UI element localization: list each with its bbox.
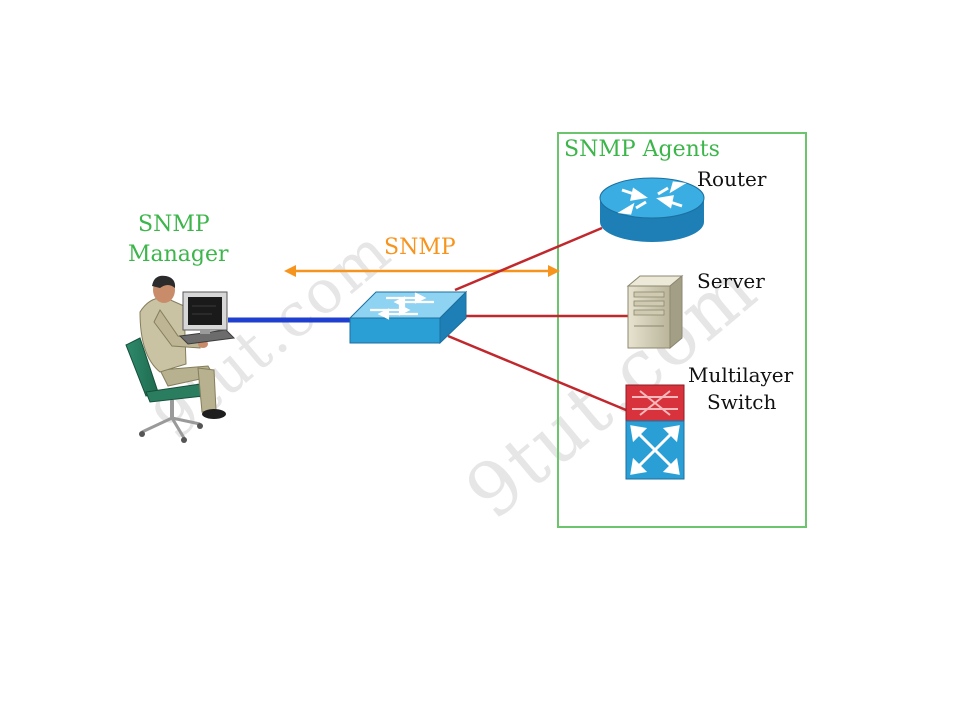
router-label: Router [697,167,767,191]
multilayer-switch-icon[interactable] [625,384,685,480]
agents-group-box [557,132,807,528]
manager-title-line1: SNMP [138,212,210,237]
router-icon[interactable] [599,177,705,242]
link-switch-router [454,226,603,292]
agent-links [447,226,628,412]
multilayer-switch-label-line2: Switch [707,390,777,414]
manager-title-line2: Manager [128,242,229,267]
person-at-computer-icon [125,275,236,443]
workgroup-switch-icon[interactable] [348,290,468,345]
multilayer-switch-label-line1: Multilayer [688,363,794,387]
snmp-bidirectional-arrow [284,265,560,277]
agents-title: SNMP Agents [564,137,720,162]
server-label: Server [697,269,765,293]
link-switch-multilayer [447,334,627,412]
snmp-protocol-label: SNMP [384,235,456,260]
server-icon[interactable] [626,274,684,350]
